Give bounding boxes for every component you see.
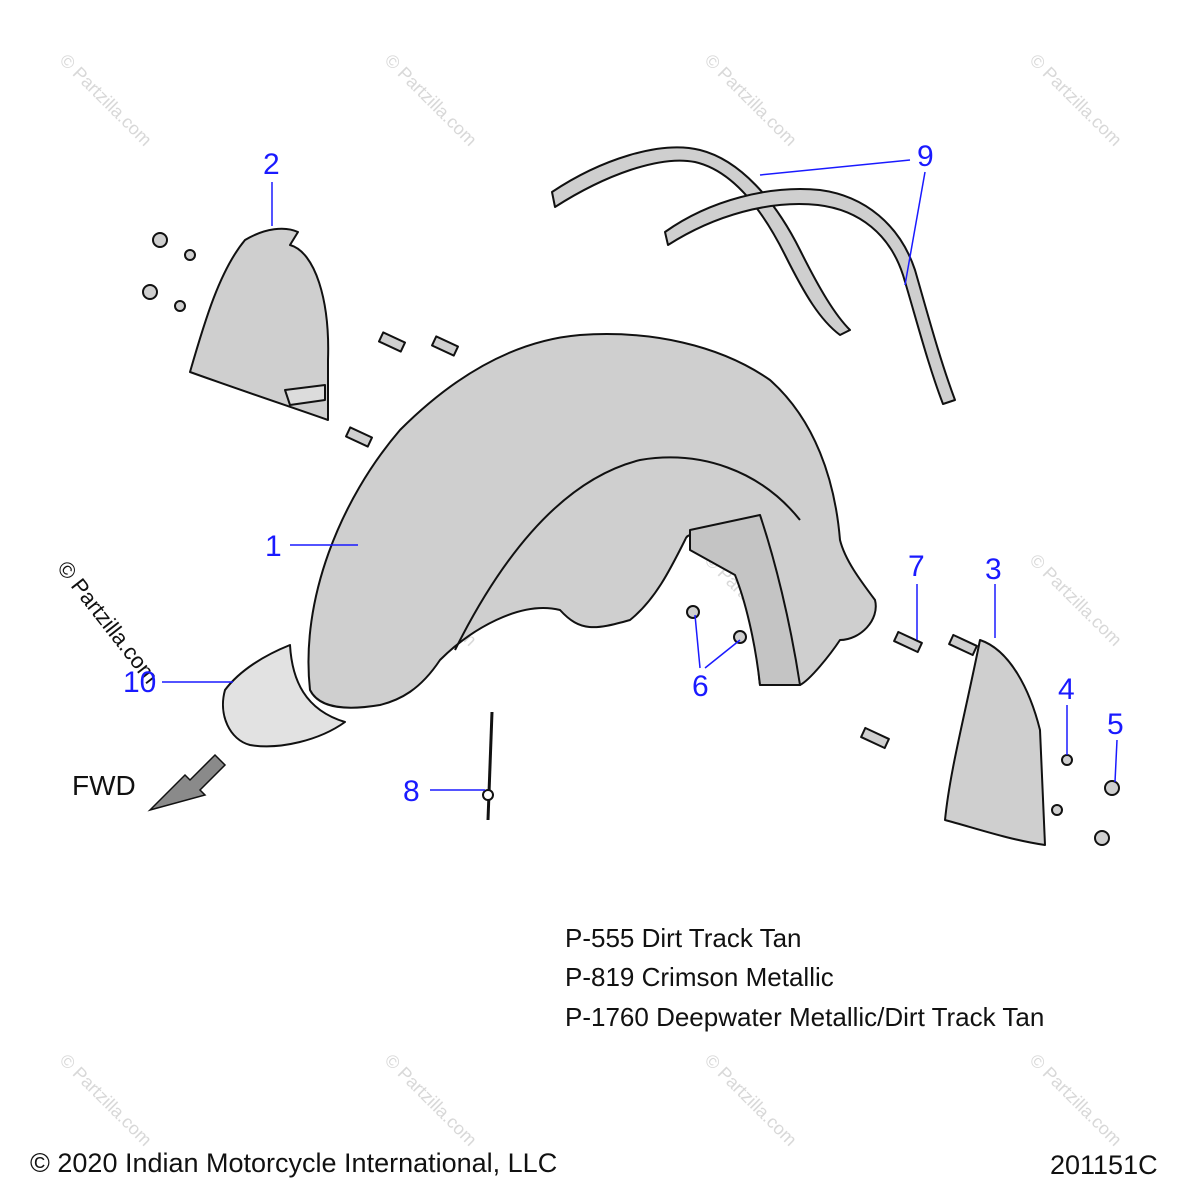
callout-2: 2 (263, 148, 280, 181)
washer (1051, 804, 1063, 816)
clip-ring (482, 789, 494, 801)
washer (1061, 754, 1073, 766)
callout-10: 10 (123, 666, 157, 699)
fwd-arrow (147, 753, 227, 812)
callout-6: 6 (692, 670, 709, 703)
callout-4: 4 (1058, 673, 1075, 706)
fender-inner-edge (454, 456, 801, 651)
nut (142, 284, 158, 300)
bolt (345, 426, 373, 448)
rear-cover (189, 227, 330, 421)
bolt (378, 331, 406, 353)
copyright: © 2020 Indian Motorcycle International, … (30, 1148, 558, 1178)
screw (686, 605, 700, 619)
washer (174, 300, 186, 312)
color-note-2: P-819 Crimson Metallic (565, 962, 834, 992)
wire-clip (486, 711, 494, 821)
screw (733, 630, 747, 644)
nut (1104, 780, 1120, 796)
trim-strip-upper (551, 146, 851, 336)
callout-3: 3 (985, 553, 1002, 586)
callout-8: 8 (403, 775, 420, 808)
nut (1094, 830, 1110, 846)
trim-strip-lower (664, 188, 956, 405)
callout-1: 1 (265, 530, 282, 563)
callout-5: 5 (1107, 708, 1124, 741)
diagram-code: 201151C (1050, 1150, 1158, 1180)
fender-inner-liner (689, 514, 801, 686)
bolt (860, 726, 890, 750)
fwd-label: FWD (72, 770, 136, 801)
main-fender (307, 333, 877, 709)
callout-9: 9 (917, 140, 934, 173)
callout-7: 7 (908, 550, 925, 583)
color-note-3: P-1760 Deepwater Metallic/Dirt Track Tan (565, 1002, 1045, 1032)
washer (184, 249, 196, 261)
nut (152, 232, 168, 248)
front-tip (222, 644, 346, 748)
bolt (893, 630, 923, 654)
bolt (431, 335, 459, 357)
rear-cover-bracket (284, 384, 326, 406)
color-note-1: P-555 Dirt Track Tan (565, 923, 802, 953)
bolt (948, 633, 978, 657)
front-cover (944, 639, 1046, 846)
